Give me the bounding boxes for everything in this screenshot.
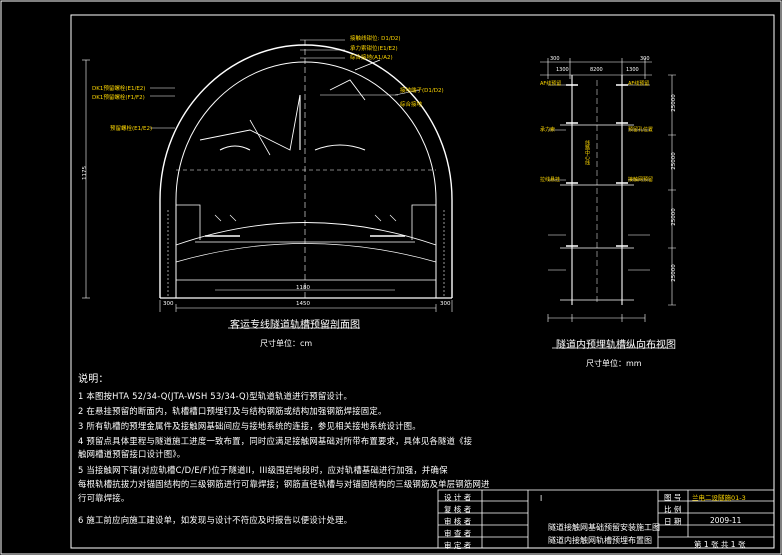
- title-block-grid: [437, 489, 775, 549]
- dim-side-left: 300: [163, 301, 174, 307]
- dim-side-right: 300: [440, 301, 451, 307]
- callout-contact-wire: 接触线钳位: D1/D2): [350, 36, 401, 42]
- notes-heading: 说明：: [78, 374, 109, 385]
- longitudinal-title: 隧道内预埋轨槽纵向布视图: [556, 340, 676, 351]
- tb-label-scale: 比 例: [664, 505, 682, 514]
- tb-sheet: 第 1 张 共 1 张: [694, 540, 746, 549]
- note-2: 2 在悬挂预留的断面内，轨槽槽口预埋钉及与结构钢筋或结构加强钢筋焊接固定。: [78, 406, 387, 416]
- lv-dim-3: 1300: [626, 67, 639, 73]
- tb-role-checker: 复 核 者: [444, 505, 472, 514]
- callout-bolt: 预留螺栓(E1/E2): [110, 126, 153, 132]
- lv-rdim-2: 25000: [670, 208, 677, 226]
- dim-bottom-width: 1450: [296, 301, 310, 307]
- note-1: 1 本图按HTA 52/34-Q(JTA-WSH 53/34-Q)型轨道轨道进行…: [78, 391, 353, 401]
- callout-terminal: 接地端子(D1/D2): [400, 88, 444, 94]
- dim-height: 1175: [82, 166, 88, 180]
- tb-title-line2: 隧道内接触网轨槽预埋布置图: [548, 536, 652, 545]
- lv-label-6: 拉线悬挂: [540, 177, 561, 183]
- cross-section-dimensions: [82, 59, 453, 312]
- lv-label-4: 线路中心线: [584, 140, 590, 165]
- inner-frame: [70, 14, 775, 549]
- callout-dk1-f: DK1预留螺栓(F1/F2): [92, 95, 145, 101]
- lv-dim-4: 300: [640, 56, 650, 62]
- tb-role-inspector: 审 查 者: [444, 529, 472, 538]
- lv-label-5: 接触网预留: [628, 177, 654, 183]
- lv-label-1: 承力索: [540, 127, 556, 133]
- tunnel-cross-section: [150, 39, 453, 300]
- note-3: 3 所有轨槽的预埋金属件及接触网基础间应与接地系统的连接，参见相关接地系统设计图…: [78, 421, 421, 431]
- note-5-cont: 每根轨槽抗拔力对锚固结构的三级钢筋进行可靠焊接；钢筋直径轨槽与对锚固结构的三级钢…: [78, 479, 490, 489]
- note-5: 5 当接触网下锚(对应轨槽C/D/E/F)位于隧道II，III级围岩地段时，应对…: [78, 465, 448, 475]
- tb-drawing-no: 兰电二设隧施01-3: [692, 494, 746, 502]
- tb-date: 2009-11: [710, 516, 742, 525]
- tb-label-date: 日 期: [664, 517, 682, 526]
- note-6: 6 施工前应向施工建设单，如发现与设计不符应及时报告以便设计处理。: [78, 515, 353, 525]
- note-4-cont: 触网槽道预留接口设计图》。: [78, 449, 186, 459]
- callout-grounding: 综合接地(A1/A2): [350, 55, 393, 61]
- tb-title-line1: 隧道接触网基础预留安装施工图: [548, 523, 660, 532]
- tb-role-approver: 审 定 者: [444, 541, 472, 550]
- note-5-cont2: 行可靠焊接。: [78, 493, 130, 503]
- lv-label-0: AF线预留: [540, 81, 562, 87]
- tb-role-designer: 设 计 者: [444, 493, 472, 502]
- tb-role-reviewer: 审 核 者: [444, 517, 472, 526]
- callout-dk1-e: DK1预留螺栓(E1/E2): [92, 86, 146, 92]
- callout-earth: 综合接地: [400, 102, 423, 108]
- longitudinal-unit: 尺寸单位：mm: [586, 359, 642, 368]
- lv-dim-1: 1300: [556, 67, 569, 73]
- lv-dim-2: 8200: [590, 67, 603, 73]
- lv-dim-0: 300: [550, 56, 560, 62]
- note-4: 4 预留点具体里程与隧道施工进度一致布置，同时应满足接触网基础对所带布置要求，具…: [78, 436, 473, 446]
- tb-label-drawing-no: 图 号: [664, 493, 682, 502]
- lv-rdim-3: 25000: [670, 264, 677, 282]
- lv-rdim-1: 25000: [670, 152, 677, 170]
- longitudinal-view: [540, 58, 676, 322]
- lv-label-2: AF线预留: [628, 81, 650, 87]
- tb-revision-mark: I: [540, 494, 543, 503]
- lv-rdim-0: 25000: [670, 94, 677, 112]
- lv-label-3: 预留孔位置: [628, 127, 654, 133]
- callout-messenger: 承力索钳位(E1/E2): [350, 46, 398, 52]
- cross-section-title: 客运专线隧道轨槽预留剖面图: [230, 320, 360, 331]
- dim-mid: 1180: [296, 285, 310, 291]
- cross-section-unit: 尺寸单位：cm: [260, 339, 313, 348]
